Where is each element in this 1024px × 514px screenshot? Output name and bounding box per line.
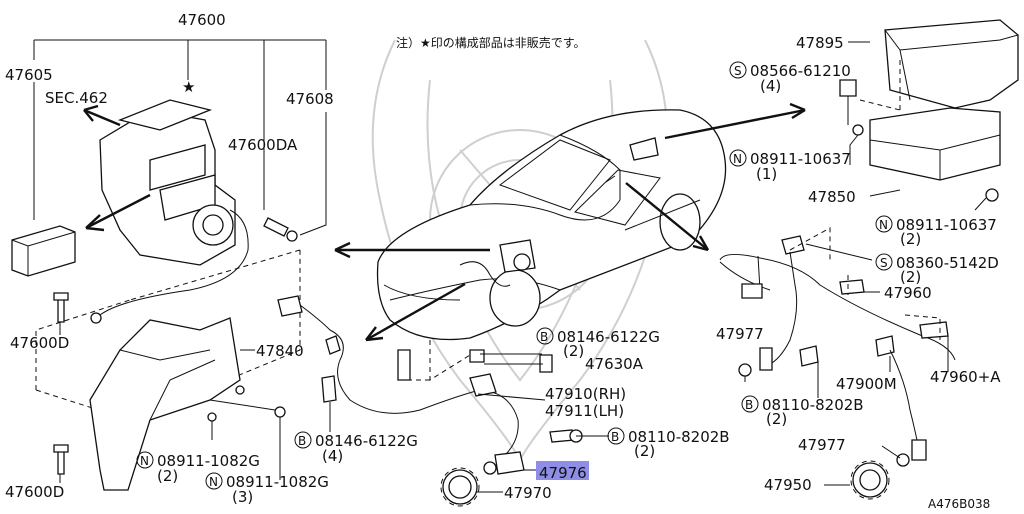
note-text: 注）★印の構成部品は非販売です。 bbox=[396, 35, 586, 50]
qty-08146-6122g-a: (4) bbox=[322, 447, 343, 465]
label-47960: 47960 bbox=[884, 284, 932, 302]
qty-08566-61210: (4) bbox=[760, 77, 781, 95]
b-symbol-c-text: B bbox=[611, 430, 619, 444]
n-symbol-c-text: N bbox=[733, 152, 742, 166]
n-symbol-a-text: N bbox=[140, 454, 149, 468]
b-symbol-d bbox=[741, 395, 759, 413]
s-symbol-a-text: S bbox=[734, 64, 742, 78]
label-08146-6122g-b: 08146-6122G bbox=[557, 328, 660, 346]
b-symbol-a-text: B bbox=[298, 434, 306, 448]
label-08146-6122g-a: 08146-6122G bbox=[315, 432, 418, 450]
qty-08146-6122g-b: (2) bbox=[563, 342, 584, 360]
b-symbol-c bbox=[607, 427, 625, 445]
label-47605: 47605 bbox=[5, 66, 53, 84]
b-symbol-a bbox=[294, 431, 312, 449]
label-47600d-bottom: 47600D bbox=[5, 483, 64, 501]
label-08911-1082g-b: 08911-1082G bbox=[226, 473, 329, 491]
qty-08911-10637-b: (2) bbox=[900, 230, 921, 248]
n-symbol-b-text: N bbox=[209, 475, 218, 489]
b-symbol-b-text: B bbox=[540, 330, 548, 344]
label-47900m: 47900M bbox=[836, 375, 897, 393]
label-47950: 47950 bbox=[764, 476, 812, 494]
label-47910: 47910(RH) bbox=[545, 385, 626, 403]
label-08911-10637-a: 08911-10637 bbox=[750, 150, 851, 168]
control-unit-group bbox=[839, 19, 1019, 211]
label-47911: 47911(LH) bbox=[545, 402, 624, 420]
qty-08110-8202b-a: (2) bbox=[634, 442, 655, 460]
car-illustration bbox=[334, 102, 806, 342]
s-symbol-b-text: S bbox=[880, 256, 888, 270]
label-08110-8202b-b: 08110-8202B bbox=[762, 396, 864, 414]
label-47895: 47895 bbox=[796, 34, 844, 52]
label-47840: 47840 bbox=[256, 342, 304, 360]
label-47960a: 47960+A bbox=[930, 368, 1001, 386]
b-symbol-d-text: B bbox=[745, 398, 753, 412]
label-47600d-top: 47600D bbox=[10, 334, 69, 352]
qty-08911-1082g-b: (3) bbox=[232, 488, 253, 506]
s-symbol-a bbox=[729, 61, 747, 79]
label-47630a: 47630A bbox=[585, 355, 644, 373]
label-08911-1082g-a: 08911-1082G bbox=[157, 452, 260, 470]
front-sensor-group bbox=[277, 295, 609, 507]
n-symbol-b bbox=[205, 472, 223, 490]
label-08360-5142d: 08360-5142D bbox=[896, 254, 999, 272]
abs-actuator-group bbox=[11, 39, 327, 491]
highlight-47976 bbox=[536, 461, 589, 480]
diagram-id: A476B038 bbox=[928, 497, 990, 510]
label-47600: 47600 bbox=[178, 11, 226, 29]
label-47608: 47608 bbox=[286, 90, 334, 108]
label-47976: 47976 bbox=[539, 464, 587, 482]
star-mark: ★ bbox=[182, 78, 195, 96]
callout-labels: 47600 47605 SEC.462 ★ 47608 47600DA 4760… bbox=[5, 11, 1001, 511]
label-08566-61210: 08566-61210 bbox=[750, 62, 851, 80]
qty-08911-1082g-a: (2) bbox=[157, 467, 178, 485]
n-symbol-a bbox=[136, 451, 154, 469]
rear-sensor-group bbox=[719, 227, 956, 500]
qty-08911-10637-a: (1) bbox=[756, 165, 777, 183]
label-sec462: SEC.462 bbox=[45, 89, 108, 107]
qty-08110-8202b-b: (2) bbox=[766, 410, 787, 428]
label-47977-a: 47977 bbox=[716, 325, 764, 343]
label-47850: 47850 bbox=[808, 188, 856, 206]
label-08911-10637-b: 08911-10637 bbox=[896, 216, 997, 234]
n-symbol-c bbox=[729, 149, 747, 167]
b-symbol-b bbox=[536, 327, 554, 345]
label-47970: 47970 bbox=[504, 484, 552, 502]
label-47600da: 47600DA bbox=[228, 136, 298, 154]
label-08110-8202b-a: 08110-8202B bbox=[628, 428, 730, 446]
n-symbol-d bbox=[875, 215, 893, 233]
label-47977-b: 47977 bbox=[798, 436, 846, 454]
qty-08360-5142d: (2) bbox=[900, 268, 921, 286]
n-symbol-d-text: N bbox=[879, 218, 888, 232]
s-symbol-b bbox=[875, 253, 893, 271]
